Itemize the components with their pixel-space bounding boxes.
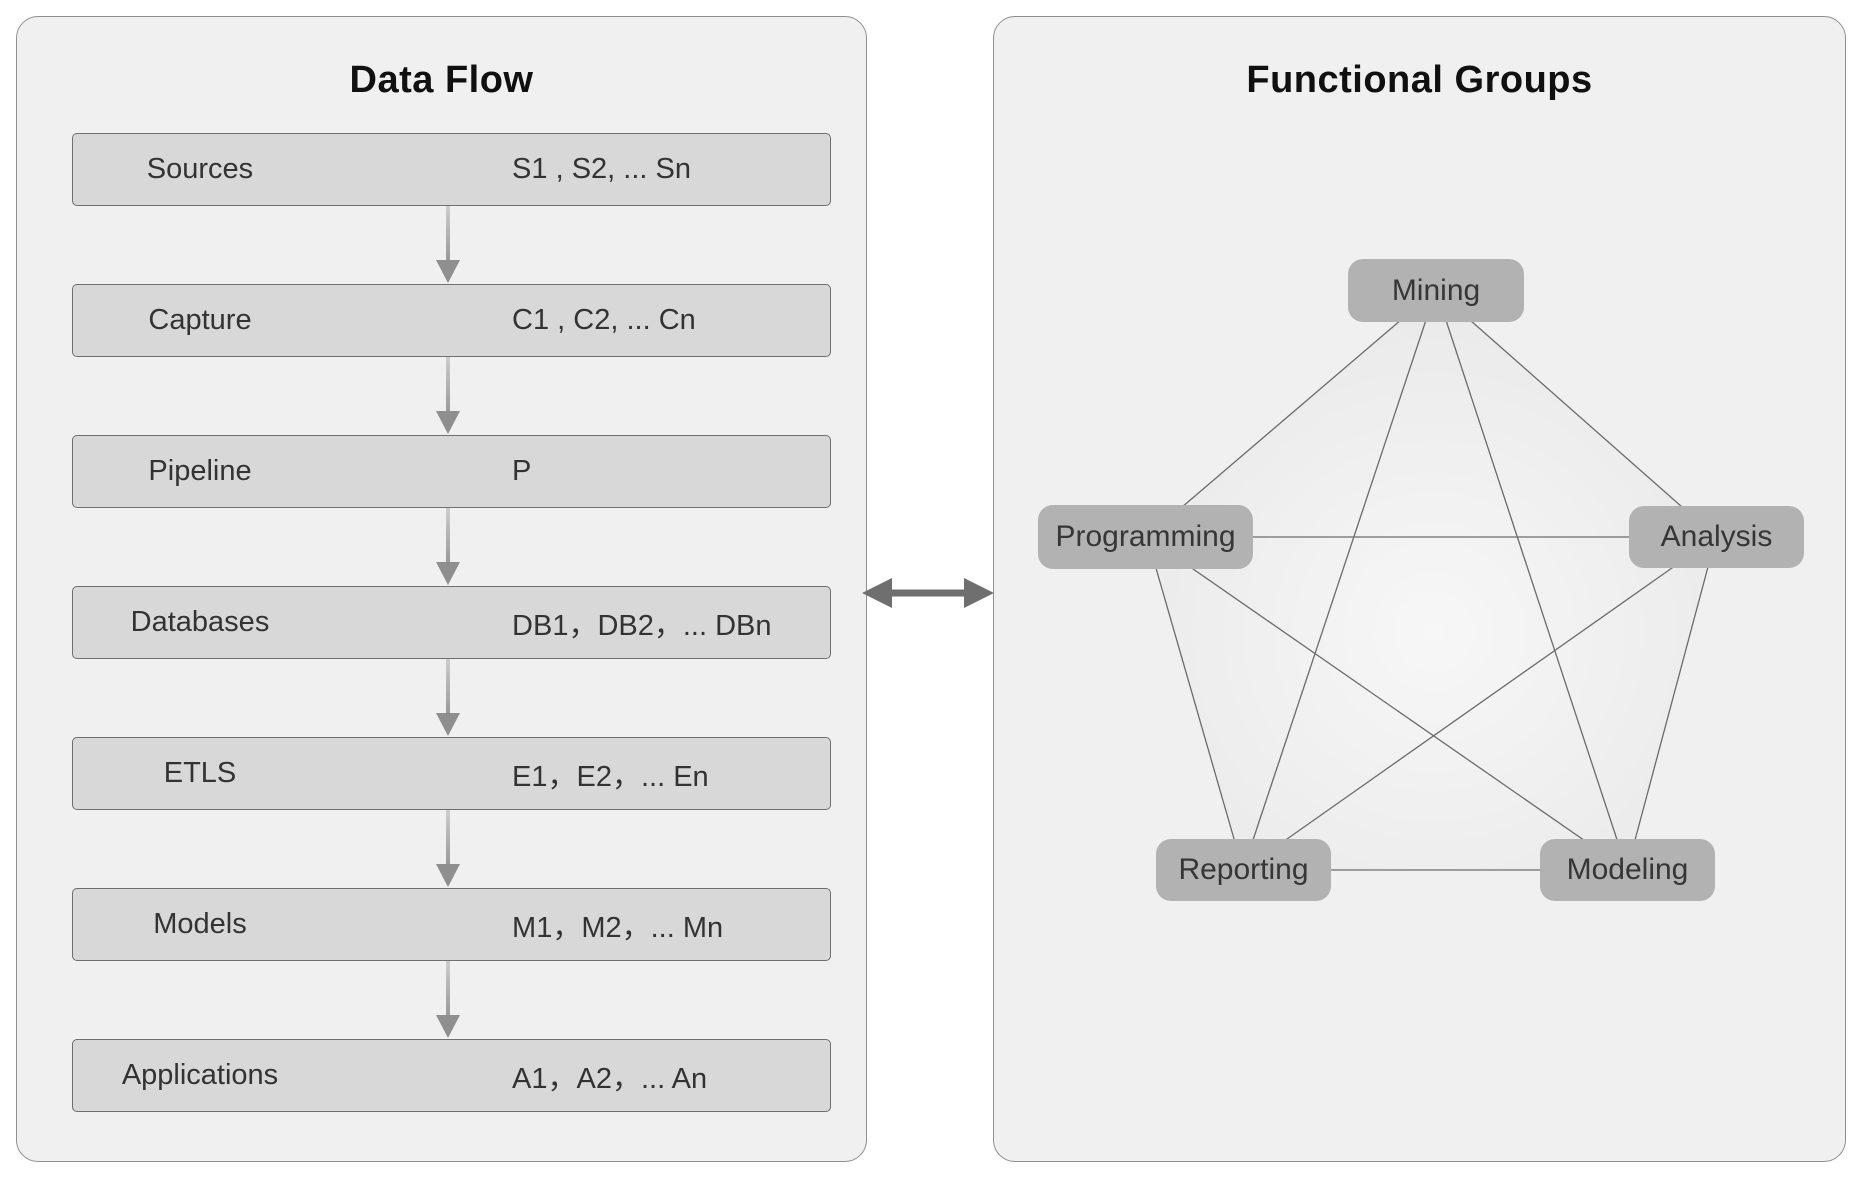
down-arrow-icon — [435, 206, 461, 284]
flow-row-value: S1 , S2, ... Sn — [512, 153, 691, 185]
graph-node-mining: Mining — [1348, 259, 1524, 322]
flow-row-label: Applications — [121, 1059, 279, 1091]
graph-node-programming: Programming — [1038, 505, 1253, 569]
flow-row-label: Databases — [130, 606, 270, 638]
flow-row-label: Pipeline — [148, 455, 252, 487]
flow-row-models: Models M1，M2，... Mn — [72, 888, 831, 961]
graph-node-modeling: Modeling — [1540, 839, 1715, 901]
flow-row-applications: Applications A1，A2，... An — [72, 1039, 831, 1112]
flow-row-value: P — [512, 455, 532, 487]
flow-row-value: M1，M2，... Mn — [512, 911, 724, 944]
graph-node-reporting: Reporting — [1156, 839, 1331, 901]
functional-groups-graph — [1146, 289, 1717, 871]
graph-node-analysis: Analysis — [1629, 506, 1804, 568]
graph-node-label: Programming — [1055, 520, 1236, 553]
flow-row-label: Capture — [148, 304, 252, 336]
flow-row-databases: Databases DB1，DB2，... DBn — [72, 586, 831, 659]
flow-row-etls: ETLS E1，E2，... En — [72, 737, 831, 810]
flow-row-pipeline: Pipeline P — [72, 435, 831, 508]
down-arrow-icon — [435, 810, 461, 888]
graph-node-label: Modeling — [1566, 853, 1689, 886]
flow-row-value: E1，E2，... En — [512, 760, 709, 793]
double-arrow-icon — [860, 574, 996, 612]
flow-row-value: C1 , C2, ... Cn — [512, 304, 696, 336]
flow-row-value: A1，A2，... An — [512, 1062, 708, 1095]
data-flow-panel: Data Flow Sources S1 , S2, ... Sn Captur… — [16, 16, 867, 1162]
flow-row-label: Sources — [146, 153, 254, 185]
pentagon-fill — [1147, 290, 1716, 870]
down-arrow-icon — [435, 659, 461, 737]
functional-groups-title: Functional Groups — [1246, 59, 1593, 101]
graph-node-label: Reporting — [1178, 853, 1309, 886]
down-arrow-icon — [435, 508, 461, 586]
data-flow-title: Data Flow — [349, 59, 534, 101]
flow-row-value: DB1，DB2，... DBn — [512, 609, 772, 642]
flow-row-label: Models — [153, 908, 247, 940]
graph-node-label: Analysis — [1660, 520, 1773, 553]
flow-row-label: ETLS — [163, 757, 237, 789]
flow-row-sources: Sources S1 , S2, ... Sn — [72, 133, 831, 206]
down-arrow-icon — [435, 961, 461, 1039]
graph-node-label: Mining — [1391, 273, 1481, 307]
flow-row-capture: Capture C1 , C2, ... Cn — [72, 284, 831, 357]
down-arrow-icon — [435, 357, 461, 435]
functional-groups-panel: Functional Groups — [993, 16, 1846, 1162]
